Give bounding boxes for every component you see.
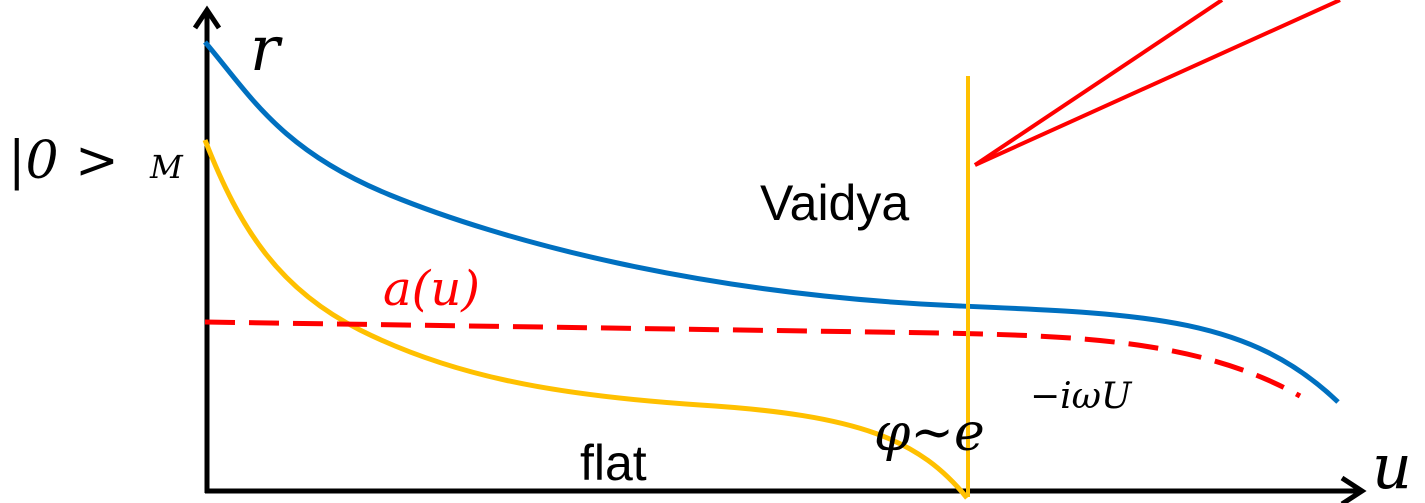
phi-label: φ~e <box>874 403 985 463</box>
phi-exponent-label: −iωU <box>1030 376 1133 417</box>
y-axis-arrowhead-icon <box>192 5 222 30</box>
y-axis-label: r <box>250 12 283 85</box>
axes <box>192 5 1367 503</box>
flat-label: flat <box>580 435 647 491</box>
red-line-upper <box>973 0 1224 167</box>
blue-curve <box>203 40 1340 404</box>
vacuum-state-subscript: M <box>149 148 184 186</box>
yellow-curve <box>202 139 969 500</box>
vaidya-label: Vaidya <box>760 175 909 231</box>
red-light-cone-lines <box>973 0 1341 167</box>
a-of-u-dashed-line <box>204 319 1302 399</box>
red-line-lower <box>974 0 1341 167</box>
vacuum-state-label: |0 > <box>8 131 119 191</box>
x-axis-arrowhead-icon <box>1340 475 1367 503</box>
x-axis-label: u <box>1372 430 1412 503</box>
a-of-u-label: a(u) <box>383 261 480 317</box>
